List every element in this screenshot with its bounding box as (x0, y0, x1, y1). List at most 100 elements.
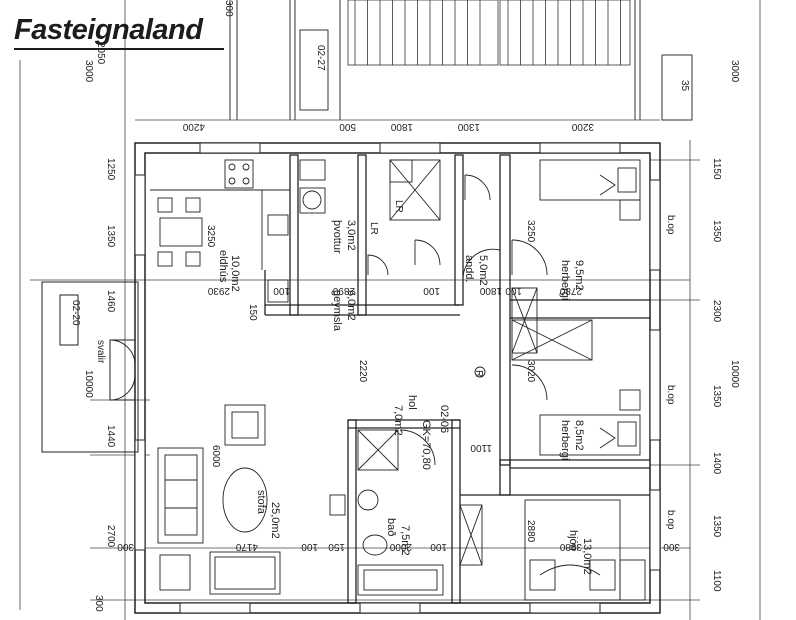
room-bad-name: bað (385, 518, 397, 536)
dim-right-4: 1350 (711, 385, 722, 408)
dim-top-2: 500 (339, 121, 356, 132)
dim-150a: 150 (247, 304, 258, 321)
logo-underline (14, 48, 224, 50)
room-herbergi2-area: 8,5m2 (573, 420, 585, 451)
room-labels: 10,0m2 eldhús 3,0m2 þvottur 6,0m2 geymsl… (217, 220, 593, 575)
dim-left-10: 300 (93, 595, 104, 612)
svalir-label: svalir (95, 340, 106, 364)
dim-right-9: 10000 (729, 360, 740, 388)
logo-text: Fasteignaland (14, 14, 203, 46)
dim-left-9: 300 (223, 0, 234, 17)
room-anddyri-name: andd. (463, 255, 475, 283)
dim-bottom-150: 150 (328, 541, 345, 552)
dim-right-5: 1400 (711, 452, 722, 475)
guide-lines (19, 0, 761, 620)
dim-6000: 6000 (210, 445, 221, 468)
box-35 (661, 54, 693, 121)
dims-left: 1250 1350 1460 1440 2700 10000 3000 2050… (83, 0, 234, 612)
room-bad-area: 7,5m2 (399, 525, 411, 556)
windows (134, 142, 661, 614)
dims-right: 1150 1350 2300 1350 1400 1350 1100 3000 … (711, 60, 740, 592)
dim-2220: 2220 (357, 360, 368, 383)
room-herbergi1-area: 9,5m2 (573, 260, 585, 291)
bop-3: b.op (665, 510, 676, 530)
dim-top-1: 4200 (182, 121, 205, 132)
dim-bottom-3980: 3980 (559, 541, 582, 552)
dim-top-3: 1800 (390, 121, 413, 132)
kitchen-fixtures (150, 159, 593, 401)
dim-bottom-100: 100 (430, 541, 447, 552)
dim-bottom-4170: 4170 (235, 541, 258, 552)
beds (524, 159, 646, 601)
dim-bottom-100c: 100 (301, 541, 318, 552)
room-anddyri-area: 5,0m2 (477, 255, 489, 286)
dim-1100: 1100 (470, 442, 492, 453)
dim-3250b: 3250 (525, 220, 536, 243)
room-hjon-name: hjón (567, 530, 579, 551)
dim-2880: 2880 (525, 520, 536, 543)
dim-left-2: 1350 (105, 225, 116, 248)
dim-right-6: 1350 (711, 515, 722, 538)
interior-walls (264, 154, 650, 604)
lr-1: LR (393, 200, 404, 213)
balcony (41, 281, 139, 453)
dim-top-5: 3200 (571, 121, 594, 132)
room-eldhus-name: eldhús (217, 250, 229, 283)
dims-inner: 3250 3250 2930 100 2890 100 100 1800 278… (205, 220, 582, 543)
room-herbergi2-name: herbergi (559, 420, 571, 460)
dim-left-4: 1440 (105, 425, 116, 448)
room-hol-name: hol (406, 395, 418, 410)
living-furniture (157, 404, 281, 595)
dim-right-2: 1350 (711, 220, 722, 243)
dim-right-7: 1100 (711, 570, 722, 592)
room-hol-area: 7,0m2 (392, 405, 404, 436)
bop-2: b.op (665, 385, 676, 405)
misc-labels: 02-27 02-20 svalir 35 b.op b.op b.op LR … (70, 45, 690, 530)
dim-left-8: 2050 (95, 42, 106, 65)
dim-2930: 2930 (207, 285, 230, 296)
bath-fixtures (329, 366, 486, 596)
room-herbergi1-name: herbergi (559, 260, 571, 300)
dim-100c: 100 (505, 285, 522, 296)
dim-100a: 100 (273, 285, 290, 296)
dim-left-3: 1460 (105, 290, 116, 313)
dim-100b: 100 (423, 285, 440, 296)
room-stofa-name: stofa (255, 490, 267, 515)
num-35: 35 (679, 80, 690, 92)
dim-left-5: 2700 (105, 525, 116, 548)
code-balcony: 02-20 (70, 300, 81, 326)
lr-2: LR (368, 222, 379, 235)
bop-1: b.op (665, 215, 676, 235)
dim-1800: 1800 (479, 285, 502, 296)
dim-2890: 2890 (332, 285, 355, 296)
dim-bottom-300b: 300 (663, 541, 680, 552)
dim-bottom-300a: 300 (117, 541, 134, 552)
r-mark: R (473, 370, 484, 377)
dim-2780: 2780 (559, 285, 582, 296)
top-structure (229, 0, 641, 120)
dim-3250a: 3250 (205, 225, 216, 248)
room-eldhus-area: 10,0m2 (229, 255, 241, 292)
dim-left-7: 3000 (83, 60, 94, 83)
dims-top: 4200 500 1800 1300 3200 (182, 121, 594, 132)
room-geymsla-name: geymsla (331, 290, 343, 332)
room-hol-gk: GK=70,80 (420, 420, 432, 470)
room-stofa-area: 25,0m2 (269, 502, 281, 539)
dim-right-3: 2300 (711, 300, 722, 323)
room-geymsla-area: 6,0m2 (345, 290, 357, 321)
room-thvottur-name: þvottur (331, 220, 343, 254)
dim-right-1: 1150 (711, 158, 722, 180)
room-hol-code: 02-06 (438, 405, 450, 433)
dims-bottom: 4170 150 2000 100 3980 300 300 100 (117, 541, 680, 552)
dim-left-1: 1250 (105, 158, 116, 181)
room-thvottur-area: 3,0m2 (345, 220, 357, 251)
room-hjon-area: 13,0m2 (581, 538, 593, 575)
stairs (347, 0, 631, 66)
dim-bottom-2000: 2000 (389, 541, 412, 552)
dim-right-8: 3000 (729, 60, 740, 83)
code-top: 02-27 (315, 45, 326, 71)
dim-3020: 3020 (525, 360, 536, 383)
dim-top-4: 1300 (457, 121, 480, 132)
